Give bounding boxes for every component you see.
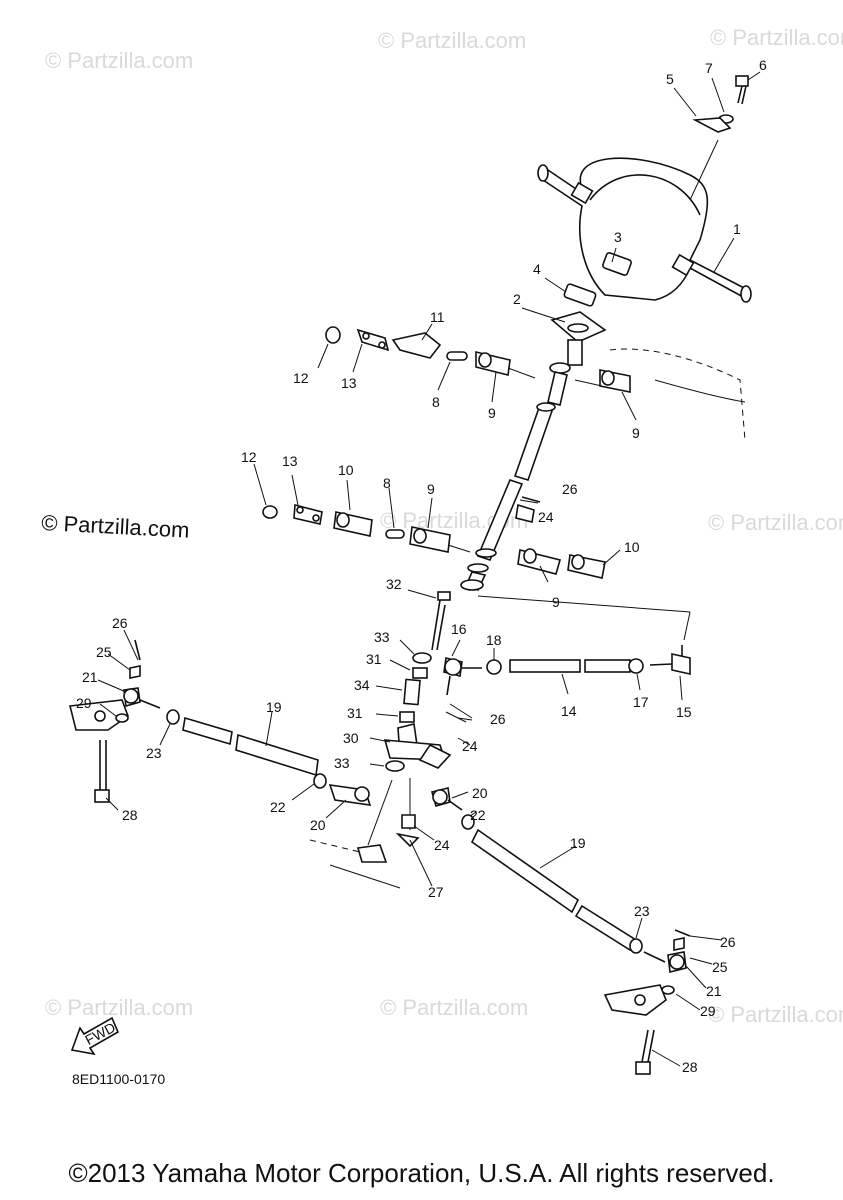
leader-lines [97,71,761,1067]
callout-31a: 31 [366,651,382,667]
callout-33a: 33 [374,629,390,645]
callout-15: 15 [676,704,692,720]
callout-26d: 26 [720,934,736,950]
callout-13b: 13 [282,453,298,469]
callout-9b: 9 [632,425,640,441]
callout-9d: 9 [552,594,560,610]
handlebar-holders [563,252,632,307]
callout-24a: 24 [538,509,554,525]
callout-30: 30 [343,730,359,746]
callout-27: 27 [428,884,444,900]
callout-26b: 26 [562,481,578,497]
callout-9c: 9 [427,481,435,497]
watermark-5: © Partzilla.com [708,510,843,535]
column-lever [309,591,452,889]
upper-links-row1 [325,326,746,441]
callout-12b: 12 [241,449,257,465]
diagram-code: 8ED1100-0170 [72,1071,165,1087]
callout-31b: 31 [347,705,363,721]
watermark-2: © Partzilla.com [378,28,526,53]
top-fasteners [689,75,749,201]
callout-9a: 9 [488,405,496,421]
callout-4: 4 [533,261,541,277]
watermark-1: © Partzilla.com [45,48,193,73]
callout-24b: 24 [462,738,478,754]
watermark-3: © Partzilla.com [710,25,843,50]
callout-7: 7 [705,60,713,76]
callout-22b: 22 [470,807,486,823]
callout-14: 14 [561,703,577,719]
callout-25a: 25 [96,644,112,660]
callout-26a: 26 [112,615,128,631]
callout-22a: 22 [270,799,286,815]
callout-19b: 19 [570,835,586,851]
callout-16: 16 [451,621,467,637]
watermark-6: © Partzilla.com [45,995,193,1020]
callout-13a: 13 [341,375,357,391]
callout-10b: 10 [624,539,640,555]
watermark-7: © Partzilla.com [380,995,528,1020]
callout-1: 1 [733,221,741,237]
callout-21a: 21 [82,669,98,685]
copyright-notice: ©2013 Yamaha Motor Corporation, U.S.A. A… [68,1158,775,1188]
callout-12a: 12 [293,370,309,386]
callout-29a: 29 [76,695,92,711]
callout-18: 18 [486,632,502,648]
steering-column [460,311,691,641]
callout-labels: 1 2 3 4 5 6 7 8 8 9 9 9 9 10 10 11 12 12… [76,57,767,1075]
lower-right-tie-rod [431,787,691,1075]
callout-20b: 20 [472,785,488,801]
right-tie-rod [443,645,691,696]
handlebar [537,157,752,303]
callout-25b: 25 [712,959,728,975]
callout-11: 11 [430,309,445,325]
callout-8a: 8 [432,394,440,410]
callout-10a: 10 [338,462,354,478]
left-tie-rod [69,639,372,806]
callout-20a: 20 [310,817,326,833]
watermark-8: © Partzilla.com [708,1002,843,1027]
callout-17: 17 [633,694,649,710]
fwd-label: FWD [82,1019,118,1048]
callout-23a: 23 [146,745,162,761]
callout-23b: 23 [634,903,650,919]
callout-26c: 26 [490,711,506,727]
callout-24c: 24 [434,837,450,853]
upper-links-row2 [262,496,606,579]
callout-19a: 19 [266,699,282,715]
callout-6: 6 [759,57,767,73]
callout-34: 34 [354,677,370,693]
callout-28b: 28 [682,1059,698,1075]
fwd-arrow: FWD [70,1016,120,1056]
callout-21b: 21 [706,983,722,999]
callout-5: 5 [666,71,674,87]
callout-33b: 33 [334,755,350,771]
callout-29b: 29 [700,1003,716,1019]
callout-28a: 28 [122,807,138,823]
callout-32: 32 [386,576,402,592]
callout-3: 3 [614,229,622,245]
callout-2: 2 [513,291,521,307]
callout-8b: 8 [383,475,391,491]
